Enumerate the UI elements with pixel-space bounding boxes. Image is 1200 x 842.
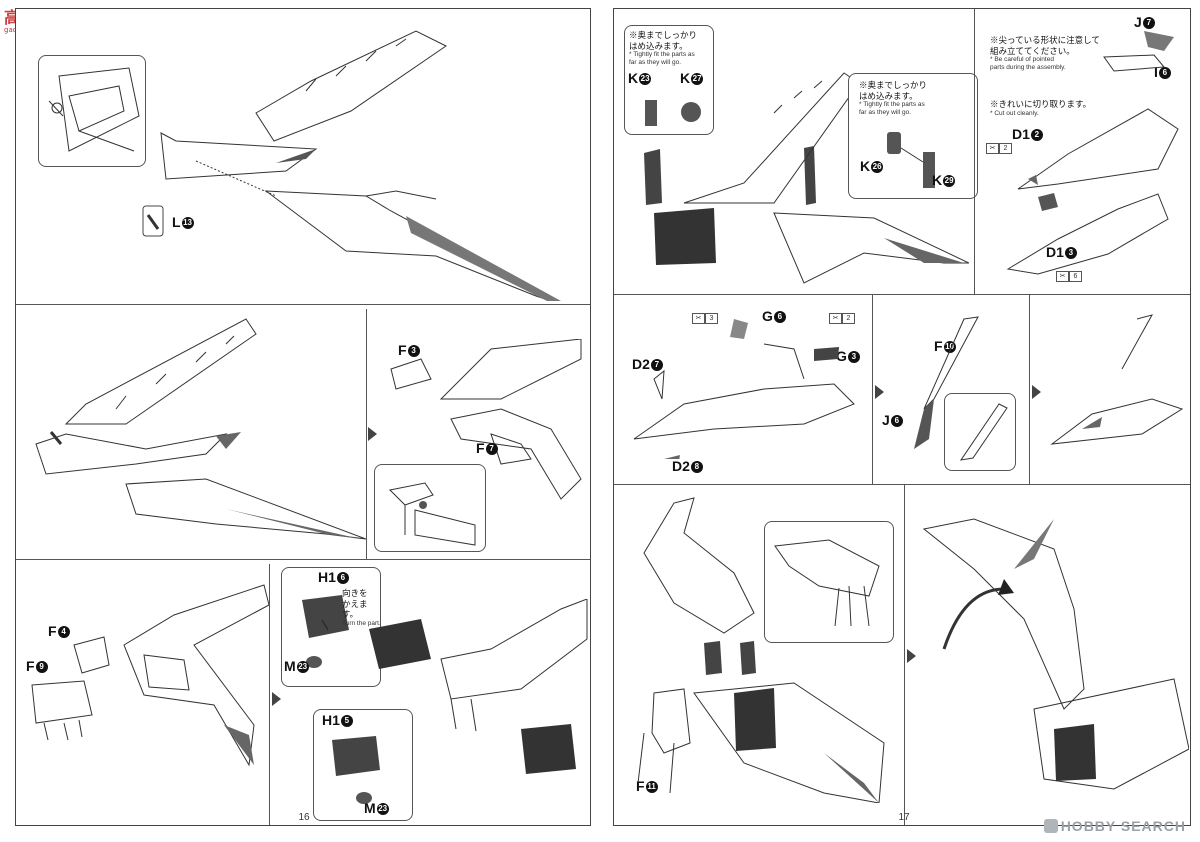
hobby-search-logo-icon (1043, 819, 1058, 833)
step-arrow (368, 427, 377, 441)
left-step3-divider (269, 564, 270, 825)
h1-15-part-drawing (326, 732, 386, 812)
j7-i6-drawing (1094, 27, 1184, 77)
left-step2b-drawing (381, 339, 589, 519)
right-step2-body-drawing (624, 309, 864, 459)
right-step3-result-drawing (914, 509, 1189, 809)
k26-k29-inset: ※奥までしっかり はめ込みます。* Tightly fit the parts … (848, 73, 978, 199)
left-step2-divider (366, 309, 367, 559)
page-number-left: 16 (298, 812, 310, 823)
right-divider-2 (614, 484, 1190, 485)
cut-tool-2: ✂2 (986, 143, 1012, 156)
right-step1-wing-drawing (624, 53, 969, 293)
k26-k29-parts-drawing (879, 128, 949, 194)
left-step1-inset-drawing (39, 56, 145, 166)
left-step2-wing-drawing (26, 314, 366, 544)
left-step1-inset (38, 55, 146, 167)
right-step3-divider (904, 484, 905, 825)
hobby-search-watermark: HOBBY SEARCH (1043, 818, 1186, 834)
left-step3-body-drawing (24, 575, 274, 775)
right-step2-divider-1 (872, 294, 873, 484)
d1-parts-drawing (998, 99, 1188, 289)
right-step1-divider (974, 9, 975, 294)
cut-tool-3: ✂3 (692, 313, 718, 326)
right-step2-result-drawing (1042, 309, 1187, 459)
right-divider-1 (614, 294, 1190, 295)
left-step2-inset-drawing (375, 465, 485, 551)
f10-j6-inset-drawing (949, 398, 1011, 466)
right-step2-divider-2 (1029, 294, 1030, 484)
l13-part-drawing (140, 203, 166, 239)
manual-page-right: ※奥までしっかり はめ込みます。* Tightly fit the parts … (613, 8, 1191, 826)
left-step1-wing-drawing (156, 21, 576, 301)
h1-16-part-drawing (294, 590, 354, 680)
k23-k27-parts-drawing (641, 96, 711, 130)
step-arrow (875, 385, 884, 399)
f10-j6-drawing (894, 309, 984, 459)
left-step2-inset (374, 464, 486, 552)
cut-tool-6: ✂6 (1056, 271, 1082, 284)
f10-j6-inset (944, 393, 1016, 471)
cut-cleanly-note: ※きれいに切り取ります。* Cut out cleanly. (990, 99, 1092, 117)
turn-part-note: 向きを かえます。Turn the part. (342, 588, 381, 627)
pointed-parts-note: ※尖っている形状に注意して 組み立ててください。* Be careful of … (990, 35, 1100, 72)
left-divider-1 (16, 304, 590, 305)
left-divider-2 (16, 559, 590, 560)
fit-note-2: ※奥までしっかり はめ込みます。* Tightly fit the parts … (859, 80, 928, 117)
step-arrow (1032, 385, 1041, 399)
left-step3b-drawing (361, 599, 589, 779)
cut-tool-2b: ✂2 (829, 313, 855, 326)
fit-note-1: ※奥までしっかり はめ込みます。* Tightly fit the parts … (629, 30, 698, 67)
right-step3-inset-drawing (769, 526, 889, 638)
step-arrow (907, 649, 916, 663)
h1-15-inset (313, 709, 413, 821)
right-step3-inset (764, 521, 894, 643)
step-arrow (272, 692, 281, 706)
right-step3-assembly-drawing (624, 493, 894, 803)
page-number-right: 17 (898, 812, 910, 823)
